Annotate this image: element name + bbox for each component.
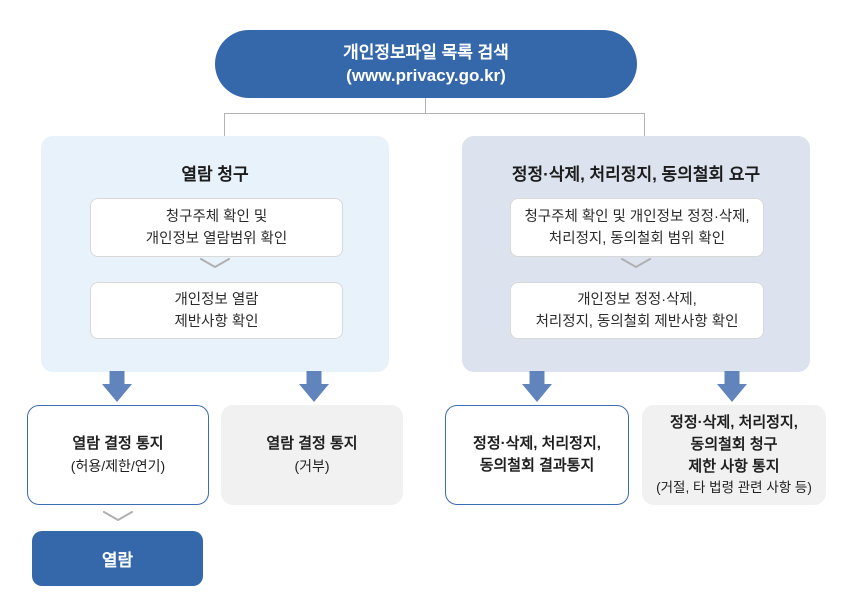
panel-access-request-title: 열람 청구 bbox=[181, 165, 249, 184]
outcome-text: 제한 사항 통지 bbox=[688, 458, 780, 475]
step-text: 처리정지, 동의철회 제반사항 확인 bbox=[535, 313, 739, 330]
panel-correction-request: 정정·삭제, 처리정지, 동의철회 요구 청구주체 확인 및 개인정보 정정·삭… bbox=[462, 136, 810, 372]
step-text: 개인정보 열람 bbox=[174, 291, 259, 308]
root-node-file-search: 개인정보파일 목록 검색 (www.privacy.go.kr) bbox=[215, 30, 637, 98]
step-verify-correction-details: 개인정보 정정·삭제, 처리정지, 동의철회 제반사항 확인 bbox=[510, 282, 764, 339]
root-node-url: (www.privacy.go.kr) bbox=[346, 66, 506, 85]
step-verify-requester-correction: 청구주체 확인 및 개인정보 정정·삭제, 처리정지, 동의철회 범위 확인 bbox=[510, 198, 764, 257]
arrow-down-icon bbox=[522, 371, 552, 402]
step-text: 청구주체 확인 및 bbox=[165, 208, 268, 225]
outcome-text: 열람 결정 통지 bbox=[72, 435, 164, 452]
chevron-down-icon bbox=[621, 258, 651, 268]
step-text: 개인정보 열람범위 확인 bbox=[145, 230, 288, 247]
outcome-text: 열람 결정 통지 bbox=[266, 435, 358, 452]
outcome-access-decision-denied: 열람 결정 통지 (거부) bbox=[221, 405, 403, 505]
arrow-down-icon bbox=[102, 371, 132, 402]
arrow-down-icon bbox=[299, 371, 329, 402]
root-node-title: 개인정보파일 목록 검색 bbox=[343, 43, 509, 62]
connector-line bbox=[224, 113, 225, 136]
panel-access-request: 열람 청구 청구주체 확인 및 개인정보 열람범위 확인 개인정보 열람 제반사… bbox=[41, 136, 389, 372]
chevron-down-icon bbox=[103, 511, 133, 521]
connector-line bbox=[644, 113, 645, 136]
step-text: 개인정보 정정·삭제, bbox=[577, 291, 697, 308]
final-node-label: 열람 bbox=[101, 551, 134, 570]
chevron-down-icon bbox=[200, 258, 230, 268]
outcome-text: 정정·삭제, 처리정지, bbox=[473, 435, 601, 452]
outcome-text: (거절, 타 법령 관련 사항 등) bbox=[656, 480, 812, 495]
arrow-down-icon bbox=[717, 371, 747, 402]
connector-line bbox=[224, 113, 645, 114]
step-verify-requester-access: 청구주체 확인 및 개인정보 열람범위 확인 bbox=[90, 198, 343, 257]
panel-correction-request-title: 정정·삭제, 처리정지, 동의철회 요구 bbox=[511, 165, 761, 184]
outcome-text: 정정·삭제, 처리정지, bbox=[670, 414, 798, 431]
outcome-text: (거부) bbox=[294, 458, 330, 474]
outcome-text: 동의철회 결과통지 bbox=[479, 457, 595, 474]
step-text: 처리정지, 동의철회 범위 확인 bbox=[548, 230, 726, 247]
outcome-correction-restriction-notice: 정정·삭제, 처리정지, 동의철회 청구 제한 사항 통지 (거절, 타 법령 … bbox=[642, 405, 826, 505]
outcome-text: 동의철회 청구 bbox=[690, 436, 778, 453]
outcome-correction-result-notice: 정정·삭제, 처리정지, 동의철회 결과통지 bbox=[445, 405, 629, 505]
connector-line bbox=[425, 98, 426, 113]
outcome-access-decision-notice: 열람 결정 통지 (허용/제한/연기) bbox=[27, 405, 209, 505]
outcome-text: (허용/제한/연기) bbox=[70, 458, 166, 474]
final-node-access: 열람 bbox=[32, 531, 203, 586]
step-text: 제반사항 확인 bbox=[174, 313, 259, 330]
step-verify-access-details: 개인정보 열람 제반사항 확인 bbox=[90, 282, 343, 339]
step-text: 청구주체 확인 및 개인정보 정정·삭제, bbox=[524, 208, 750, 225]
